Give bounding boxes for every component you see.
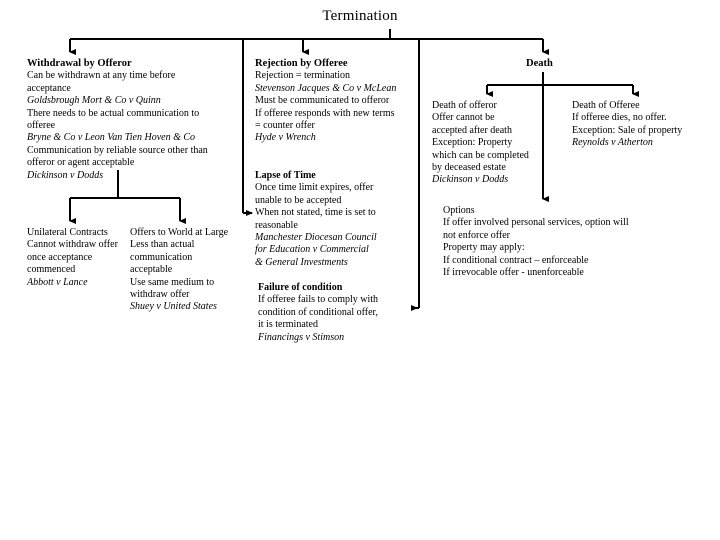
branch-heading-withdrawal: Withdrawal by Offeror [27, 58, 132, 69]
text-line: communication [130, 251, 193, 263]
text-line: it is terminated [258, 319, 318, 331]
text-line: Cannot withdraw offer [27, 239, 118, 251]
text-line: Death of offeror [432, 100, 497, 111]
node-lapse-heading: Lapse of Time [255, 170, 316, 181]
text-line: Communication by reliable source other t… [27, 144, 208, 156]
text-line: Death of Offeree [572, 100, 640, 111]
node-failure-of-condition: Failure of condition If offeree fails to… [258, 282, 410, 344]
text-line: unable to be accepted [255, 194, 342, 206]
text-line: Reynolds v Atherton [572, 137, 653, 149]
text-line: for Education v Commercial [255, 244, 369, 256]
page-title: Termination [322, 8, 398, 24]
text-line: If offeree dies, no offer. [572, 112, 667, 124]
text-line: Options [443, 205, 475, 216]
text-line: Once time limit expires, offer [255, 182, 374, 194]
text-line: There needs to be actual communication t… [27, 107, 200, 119]
node-world-heading: Offers to World at Large [130, 227, 229, 238]
text-line: Abbott v Lance [27, 276, 88, 288]
node-failure-heading: Failure of condition [258, 282, 343, 293]
text-line: acceptance [27, 82, 71, 94]
text-line: If irrevocable offer - unenforceable [443, 266, 584, 278]
text-line: accepted after death [432, 124, 512, 136]
text-line: by deceased estate [432, 161, 506, 173]
text-line: Can be withdrawn at any time before [27, 70, 176, 82]
node-unilateral-contracts: Unilateral Contracts Cannot withdraw off… [27, 227, 127, 289]
node-withdrawal-by-offeror: Withdrawal by Offeror Can be withdrawn a… [27, 58, 239, 182]
text-line: Hyde v Wrench [255, 132, 316, 144]
text-line: If conditional contract – enforceable [443, 254, 589, 266]
branch-heading-rejection: Rejection by Offeree [255, 58, 348, 69]
text-line: If offeree fails to comply with [258, 294, 379, 306]
text-line: not enforce offer [443, 229, 511, 241]
text-line: Dickinson v Dodds [432, 174, 509, 186]
text-line: withdraw offer [130, 288, 190, 300]
text-line: Exception: Sale of property [572, 124, 683, 136]
text-line: When not stated, time is set to [255, 207, 376, 219]
text-line: Manchester Diocesan Council [255, 231, 377, 243]
text-line: Rejection = termination [255, 70, 351, 82]
text-line: Exception: Property [432, 137, 513, 149]
text-line: offeree [27, 119, 56, 131]
text-line: Property may apply: [443, 242, 525, 254]
text-line: If offer involved personal services, opt… [443, 217, 629, 229]
text-line: once acceptance [27, 251, 93, 263]
text-line: Must be communicated to offeror [255, 95, 390, 107]
text-line: commenced [27, 264, 76, 276]
node-lapse-of-time: Lapse of Time Once time limit expires, o… [255, 170, 413, 269]
text-line: acceptable [130, 264, 173, 276]
text-line: Offer cannot be [432, 112, 495, 124]
node-rejection-by-offeree: Rejection by Offeree Rejection = termina… [255, 58, 415, 145]
text-line: Financings v Stimson [258, 331, 345, 343]
text-line: condition of conditional offer, [258, 306, 378, 318]
text-line: reasonable [255, 219, 298, 231]
text-line: Bryne & Co v Leon Van Tien Hoven & Co [27, 132, 196, 144]
text-line: which can be completed [432, 149, 529, 161]
text-line: & General Investments [255, 256, 348, 268]
text-line: If offeree responds with new terms [255, 107, 395, 119]
text-line: offeror or agent acceptable [27, 157, 135, 169]
text-line: Use same medium to [130, 276, 215, 288]
text-line: Less than actual [130, 239, 195, 251]
text-line: Shuey v United States [130, 301, 217, 313]
branch-heading-death: Death [526, 58, 553, 69]
node-offers-world-at-large: Offers to World at Large Less than actua… [130, 227, 238, 314]
text-line: Dickinson v Dodds [27, 169, 104, 181]
text-line: Stevenson Jacques & Co v McLean [255, 82, 397, 94]
text-line: = counter offer [255, 119, 315, 131]
node-unilateral-heading: Unilateral Contracts [27, 227, 108, 238]
text-line: Goldsbrough Mort & Co v Quinn [27, 95, 161, 107]
